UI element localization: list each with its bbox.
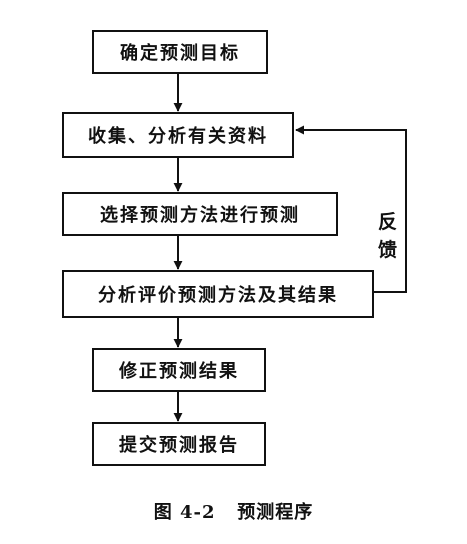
figure-caption: 图 4-2 预测程序 [153,502,314,523]
feedback-label-char-2: 馈 [378,239,398,261]
step-box-define-target: 确定预测目标 [92,30,268,74]
step-box-collect-analyze: 收集、分析有关资料 [62,112,294,158]
feedback-label-char-1: 反 [378,211,398,233]
step-box-submit-report: 提交预测报告 [92,422,266,466]
feedback-loop-arrow [295,125,407,293]
step-label: 分析评价预测方法及其结果 [98,285,338,306]
step-label: 提交预测报告 [119,435,239,456]
step-label: 收集、分析有关资料 [88,126,268,147]
step-box-select-method: 选择预测方法进行预测 [62,192,338,236]
step-label: 修正预测结果 [119,361,239,382]
step-box-revise: 修正预测结果 [92,348,266,392]
step-label: 选择预测方法进行预测 [100,205,300,226]
step-label: 确定预测目标 [120,43,240,64]
step-box-evaluate: 分析评价预测方法及其结果 [62,270,374,318]
